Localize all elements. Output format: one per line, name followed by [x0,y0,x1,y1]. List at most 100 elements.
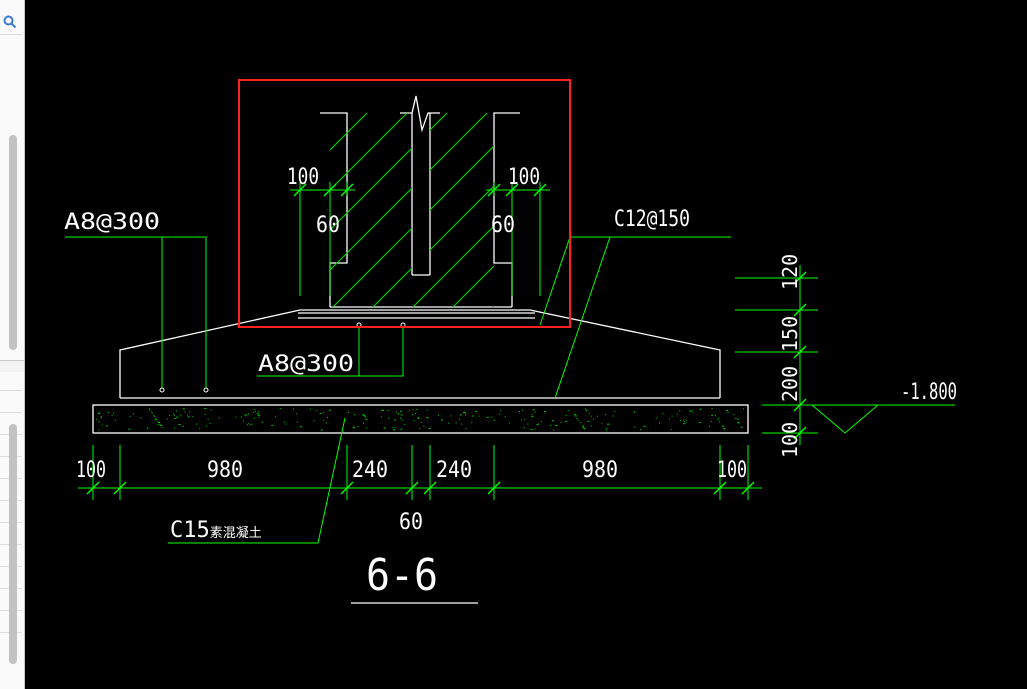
search-icon[interactable] [3,15,17,29]
speckle-dot [157,421,159,422]
speckle-dot [471,422,473,424]
h-dim-6: 100 [717,458,747,483]
speckle-dot [465,428,467,430]
speckle-dot [209,422,211,424]
speckle-dot [249,424,251,426]
speckle-dot [567,410,569,412]
speckle-dot [576,418,578,419]
speckle-dot [698,422,701,423]
speckle-dot [383,427,386,429]
speckle-dot [726,409,729,411]
speckle-dot [100,415,102,417]
speckle-dot [659,422,660,424]
speckle-dot [494,419,495,421]
speckle-dot [640,429,642,430]
speckle-dot [210,409,212,411]
scrollbar-thumb-lower[interactable] [9,424,17,664]
speckle-dot [560,422,562,424]
speckle-dot [565,415,567,416]
speckle-dot [132,413,134,415]
speckle-dot [737,422,739,424]
speckle-dot [246,424,248,426]
speckle-dot [160,425,163,427]
scrollbar-thumb[interactable] [9,135,17,350]
speckle-dot [400,410,402,412]
v-dim-2: 150 [778,316,802,352]
speckle-dot [366,427,368,429]
speckle-dot [590,415,592,417]
speckle-dot [106,425,108,427]
v-dim-1: 120 [778,254,802,290]
speckle-dot [146,427,148,429]
speckle-dot [240,416,242,418]
speckle-dot [412,409,414,411]
rebar-label-center: A8@300 [258,352,354,377]
speckle-dot [310,408,312,410]
speckle-dot [736,418,739,420]
speckle-dot [235,416,237,418]
speckle-dot [129,416,131,418]
speckle-dot [508,422,510,424]
speckle-dot [426,417,429,419]
speckle-dot [96,418,98,420]
speckle-dot [683,419,685,421]
speckle-dot [521,419,523,421]
section-title: 6-6 [366,550,438,601]
speckle-dot [727,411,729,413]
speckle-dot [182,408,185,410]
speckle-dot [550,424,552,426]
speckle-dot [107,412,109,413]
speckle-dot [357,426,359,428]
speckle-dot [400,414,403,416]
speckle-dot [401,419,403,421]
speckle-dot [743,408,745,410]
speckle-dot [655,417,657,419]
cad-drawing-canvas[interactable]: A8@300 A8@300 C12@150 100 100 60 60 100 … [25,0,1027,689]
speckle-dot [362,414,365,416]
speckle-dot [245,414,248,416]
speckle-dot [394,419,397,421]
speckle-dot [256,413,259,415]
speckle-dot [394,427,396,428]
speckle-dot [717,419,719,421]
speckle-dot [365,418,368,420]
speckle-dot [676,413,678,415]
speckle-dot [684,421,686,423]
speckle-dot [101,417,102,419]
speckle-dot [98,421,100,423]
speckle-dot [353,427,355,429]
dimension-lines [65,182,955,544]
speckle-dot [734,417,736,419]
h-dim-3: 240 [352,458,388,483]
speckle-dot [257,411,259,413]
speckle-dot [606,428,608,430]
speckle-dot [412,414,414,416]
speckle-dot [397,413,400,415]
speckle-dot [180,415,182,417]
speckle-dot [612,415,614,417]
speckle-dot [279,408,281,409]
speckle-dot [257,414,260,416]
center-gap-dim: 60 [399,510,423,535]
speckle-dot [244,414,246,416]
speckle-dot [151,412,153,414]
footing-outline [92,95,749,434]
column-hatch [330,113,494,307]
column-dim-right-offset: 100 [508,165,540,190]
speckle-dot [544,410,546,412]
speckle-dot [242,420,244,422]
speckle-dot [531,415,534,417]
speckle-dot [173,414,175,416]
h-dim-2: 980 [207,458,243,483]
speckle-dot [149,409,151,411]
speckle-dot [534,428,536,430]
speckle-dot [419,427,421,429]
speckle-dot [491,416,493,418]
column-dim-left-depth: 60 [316,213,340,238]
speckle-dot [271,424,274,426]
speckle-dot [691,410,693,412]
left-panel-top [0,0,24,361]
speckle-dot [583,427,586,429]
speckle-dot [634,426,636,428]
speckle-dot [416,409,418,411]
